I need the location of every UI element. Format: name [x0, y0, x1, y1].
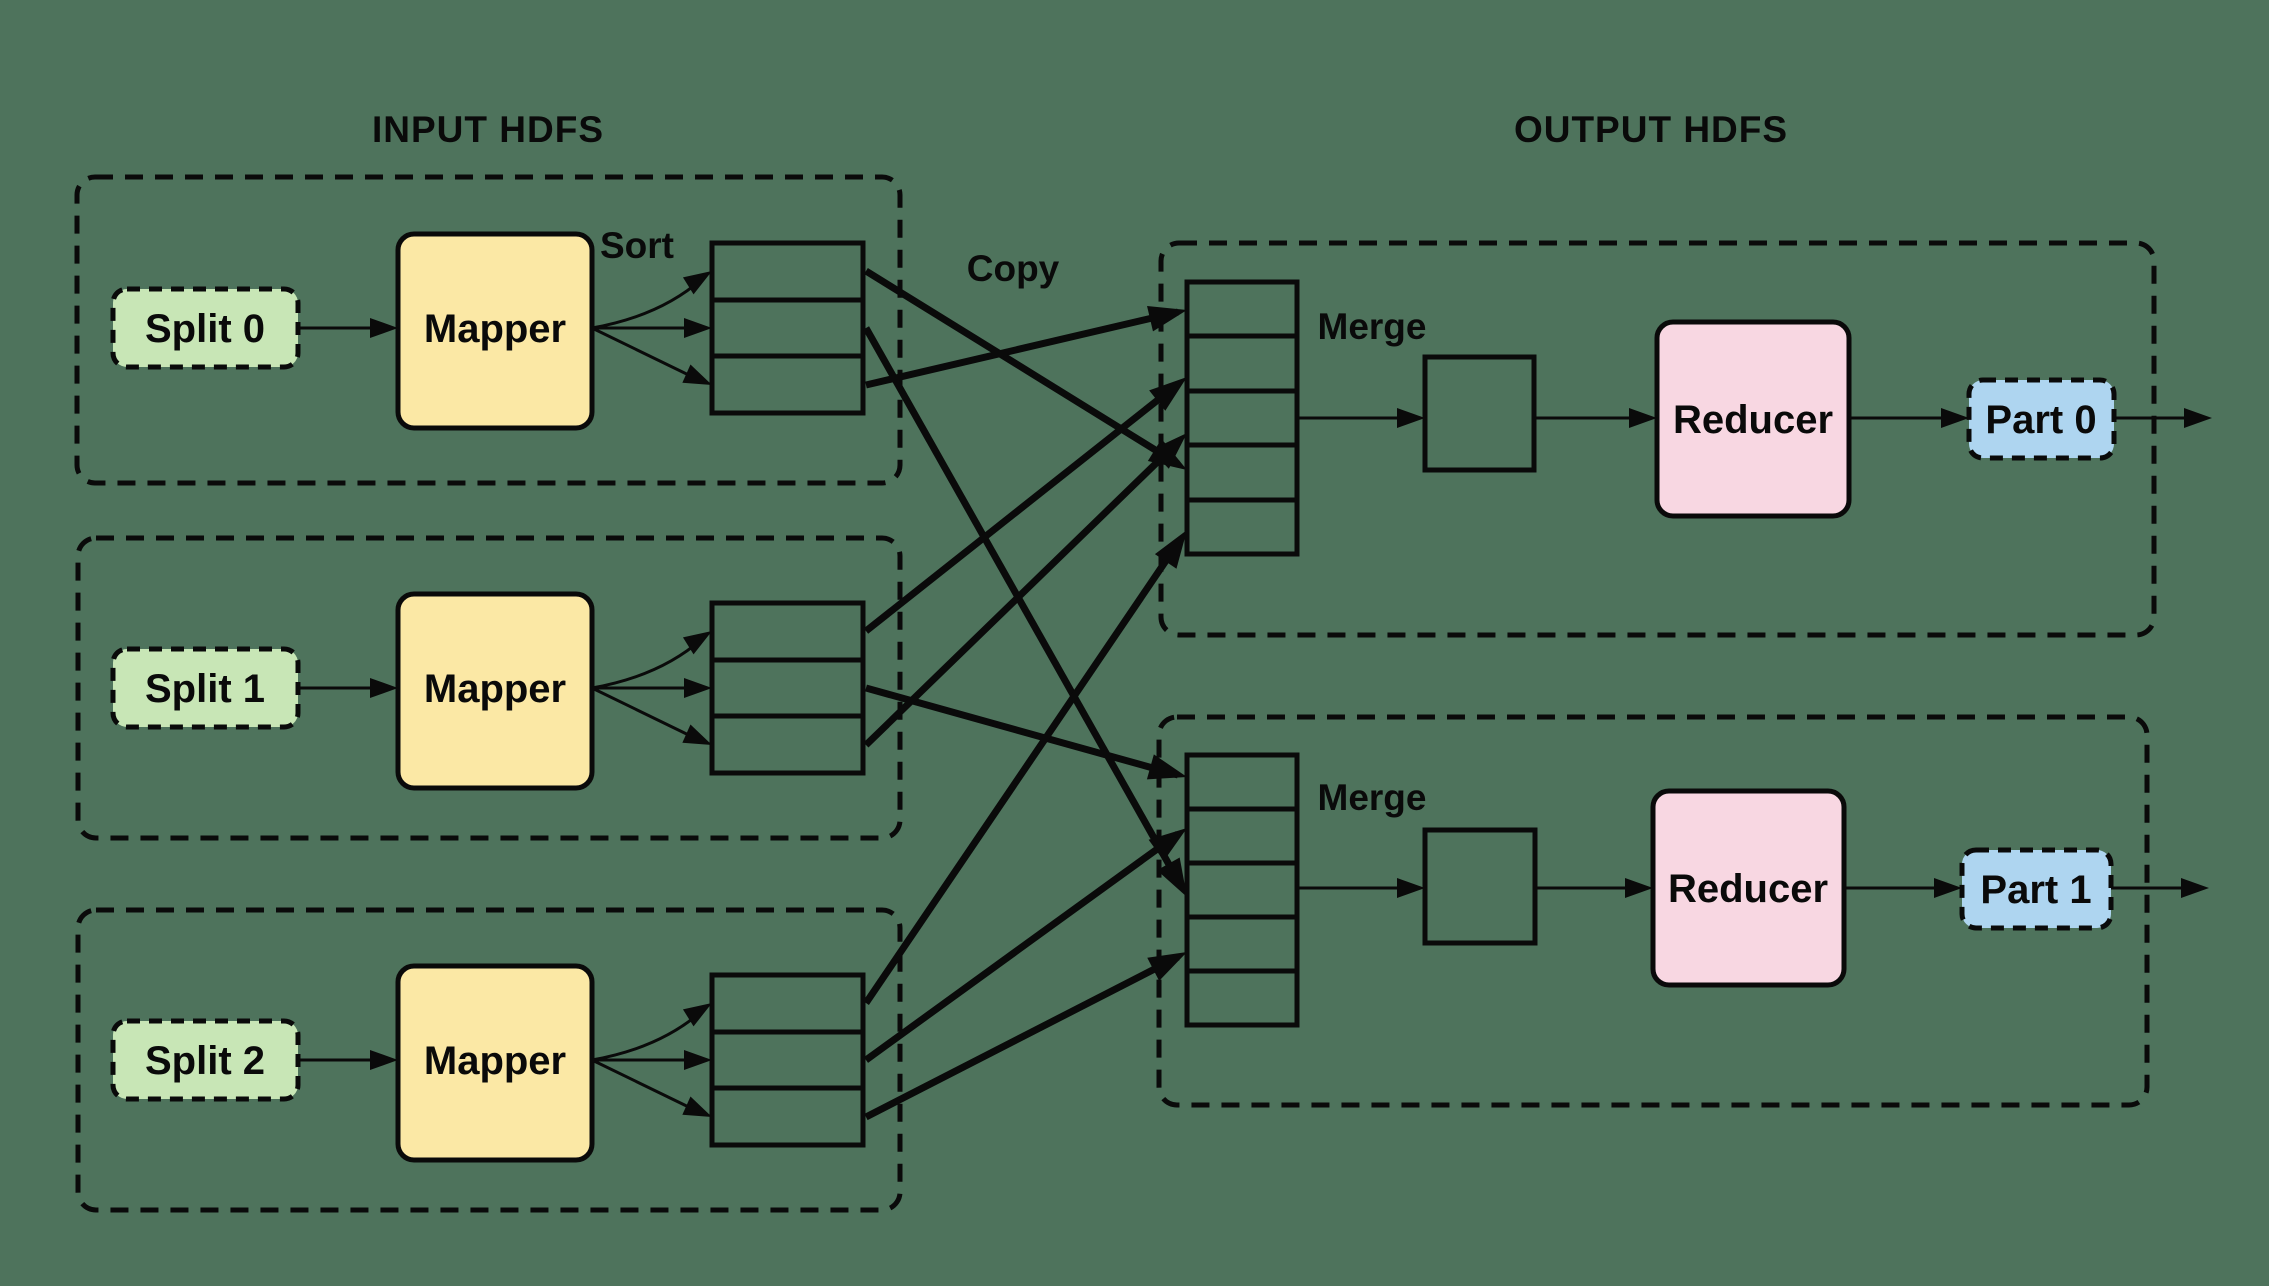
reducer-1-label: Reducer — [1668, 867, 1828, 911]
mapper0-sort-arrow-bottom — [591, 326, 702, 383]
arrowhead — [1154, 530, 1187, 569]
input-group-box-2 — [75, 907, 903, 1213]
arrowhead — [1146, 754, 1187, 780]
copy-arrow — [865, 684, 1179, 779]
mapper-0-label: Mapper — [424, 307, 566, 351]
copy-arrow — [863, 439, 1181, 748]
split-2-label: Split 2 — [145, 1039, 265, 1083]
mapper2-sort-arrow-bottom — [591, 1058, 702, 1115]
split-0-label: Split 0 — [145, 307, 265, 351]
arrowhead — [1149, 377, 1187, 411]
part-1-box — [1959, 847, 2114, 931]
merge-buffer-1 — [1422, 827, 1538, 946]
arrowhead — [1934, 878, 1962, 898]
arrowhead — [1397, 878, 1425, 898]
arrowhead — [682, 1096, 712, 1117]
arrowhead — [682, 364, 712, 385]
arrowhead — [684, 1050, 712, 1070]
part-1-label: Part 1 — [1980, 868, 2091, 912]
arrowhead — [1150, 433, 1187, 469]
arrowhead — [2184, 408, 2212, 428]
copy-arrow — [863, 831, 1181, 1063]
mapper-2-box — [395, 963, 595, 1163]
arrowhead — [1941, 408, 1969, 428]
output-hdfs-title: OUTPUT HDFS — [1514, 109, 1788, 150]
sort-stack-2 — [709, 972, 866, 1148]
sort-label: Sort — [600, 225, 674, 266]
copy-label: Copy — [967, 248, 1060, 289]
arrowhead — [682, 724, 712, 745]
arrowhead — [370, 678, 398, 698]
arrowhead — [370, 1050, 398, 1070]
arrowhead — [684, 318, 712, 338]
mapper1-sort-arrow-bottom — [591, 686, 702, 743]
arrowhead — [1147, 306, 1187, 332]
arrowhead — [2181, 878, 2209, 898]
input-group-box-0 — [74, 174, 903, 486]
arrowhead — [1397, 408, 1425, 428]
output-group-box-1 — [1156, 714, 2150, 1108]
split-1-label: Split 1 — [145, 667, 265, 711]
input-group-2: Split 2 Mapper — [110, 963, 866, 1163]
part-0-label: Part 0 — [1985, 398, 2096, 442]
output-group-1: Merge Reducer Part 1 — [1184, 752, 2209, 1028]
merge-label-1: Merge — [1318, 777, 1427, 818]
arrowhead — [682, 631, 712, 655]
arrowhead — [1147, 952, 1187, 981]
merge-stack-1 — [1184, 752, 1300, 1028]
arrowhead — [1625, 878, 1653, 898]
merge-stack-0 — [1184, 279, 1300, 557]
arrowhead — [682, 1003, 712, 1027]
copy-shuffle-arrows — [862, 268, 1187, 1121]
input-group-box-1 — [75, 535, 903, 841]
merge-buffer-0 — [1422, 354, 1537, 473]
sort-stack-1 — [709, 600, 866, 776]
mapper-1-label: Mapper — [424, 667, 566, 711]
copy-arrow — [863, 538, 1183, 1005]
mapper-0-box — [395, 231, 595, 431]
copy-arrow — [862, 326, 1184, 886]
mapper-2-label: Mapper — [424, 1039, 566, 1083]
output-group-0: Merge Reducer Part 0 — [1184, 279, 2212, 557]
arrowhead — [684, 678, 712, 698]
copy-arrow — [863, 381, 1181, 634]
arrowhead — [1629, 408, 1657, 428]
copy-arrow — [864, 268, 1180, 467]
copy-arrow — [864, 953, 1180, 1121]
mapper-1-box — [395, 591, 595, 791]
arrowhead — [1157, 857, 1187, 897]
arrowhead — [1148, 828, 1187, 861]
sort-stack-0 — [709, 240, 866, 416]
copy-arrow — [865, 308, 1179, 389]
arrowhead — [682, 271, 712, 295]
output-group-box-0 — [1158, 240, 2157, 638]
arrowhead — [370, 318, 398, 338]
input-hdfs-title: INPUT HDFS — [372, 109, 604, 150]
input-group-1: Split 1 Mapper — [110, 591, 866, 791]
input-group-0: Split 0 Mapper — [110, 231, 866, 431]
reducer-0-label: Reducer — [1673, 398, 1833, 442]
merge-label-0: Merge — [1318, 306, 1427, 347]
